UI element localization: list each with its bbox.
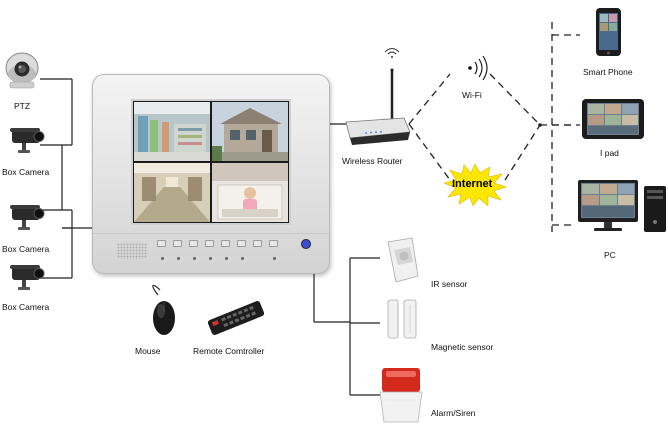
mouse-label: Mouse bbox=[135, 346, 161, 356]
indicator-dot-2 bbox=[177, 257, 180, 260]
monitor-button-8[interactable] bbox=[269, 240, 278, 247]
monitor-button-7[interactable] bbox=[253, 240, 262, 247]
power-button[interactable] bbox=[301, 239, 311, 249]
monitor-screen bbox=[131, 99, 291, 225]
internet-label: Internet bbox=[452, 178, 493, 190]
ptz-label: PTZ bbox=[14, 101, 31, 111]
video-door-phone-monitor bbox=[92, 74, 330, 274]
wireless-router-label: Wireless Router bbox=[342, 156, 403, 166]
magnetic-sensor-label: Magnetic sensor bbox=[431, 342, 494, 352]
monitor-button-3[interactable] bbox=[189, 240, 198, 247]
box-camera-label-1: Box Camera bbox=[2, 167, 50, 177]
camera-view-hall bbox=[134, 163, 210, 222]
ipad-label: I pad bbox=[600, 148, 619, 158]
camera-view-store bbox=[134, 102, 210, 161]
wifi-label: Wi-Fi bbox=[462, 90, 482, 100]
alarm-siren-label: Alarm/Siren bbox=[431, 408, 476, 418]
indicator-dot-5 bbox=[225, 257, 228, 260]
monitor-panel-divider bbox=[93, 233, 329, 234]
box-camera-label-2: Box Camera bbox=[2, 244, 50, 254]
box-camera-label-3: Box Camera bbox=[2, 302, 50, 312]
indicator-dot-7 bbox=[273, 257, 276, 260]
internet-cloud-icon bbox=[444, 164, 506, 206]
speaker-grille bbox=[117, 243, 147, 259]
indicator-dot-6 bbox=[241, 257, 244, 260]
monitor-button-4[interactable] bbox=[205, 240, 214, 247]
monitor-button-6[interactable] bbox=[237, 240, 246, 247]
smart-phone-label: Smart Phone bbox=[583, 67, 633, 77]
ir-sensor-label: IR sensor bbox=[431, 279, 468, 289]
camera-view-baby bbox=[212, 163, 288, 222]
indicator-dot-1 bbox=[161, 257, 164, 260]
pc-label: PC bbox=[604, 250, 616, 260]
monitor-button-5[interactable] bbox=[221, 240, 230, 247]
monitor-button-1[interactable] bbox=[157, 240, 166, 247]
remote-label: Remote Comtroller bbox=[193, 346, 265, 356]
indicator-dot-3 bbox=[193, 257, 196, 260]
indicator-dot-4 bbox=[209, 257, 212, 260]
camera-view-house bbox=[212, 102, 288, 161]
monitor-button-2[interactable] bbox=[173, 240, 182, 247]
